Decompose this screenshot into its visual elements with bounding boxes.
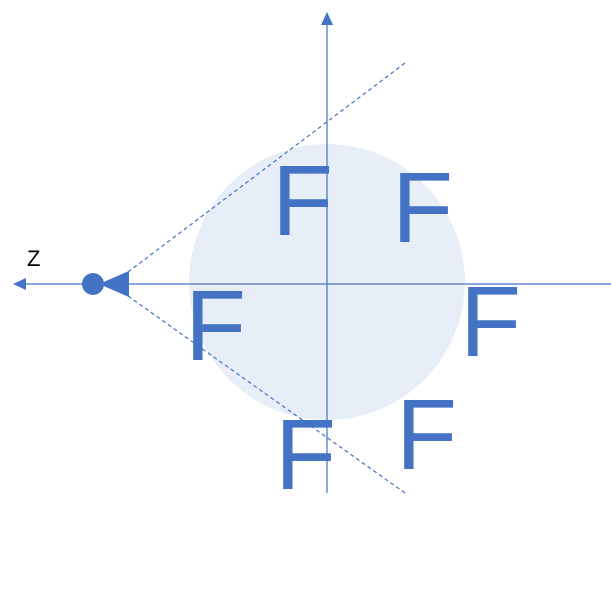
vertical-axis-arrow-icon — [321, 12, 333, 25]
camera-icon — [82, 271, 129, 297]
letter-f-right: F — [460, 266, 521, 378]
letter-f-top-right: F — [392, 152, 453, 264]
letter-f-bottom-right: F — [396, 379, 457, 491]
frustum-lower-line — [127, 295, 406, 494]
z-axis-label: Z — [27, 246, 40, 271]
letter-f-top-left: F — [272, 145, 333, 257]
letter-f-left: F — [185, 270, 246, 382]
z-axis-arrow-icon — [13, 278, 26, 290]
letter-f-bottom-left: F — [275, 399, 336, 511]
frustum-upper-line — [127, 62, 406, 273]
